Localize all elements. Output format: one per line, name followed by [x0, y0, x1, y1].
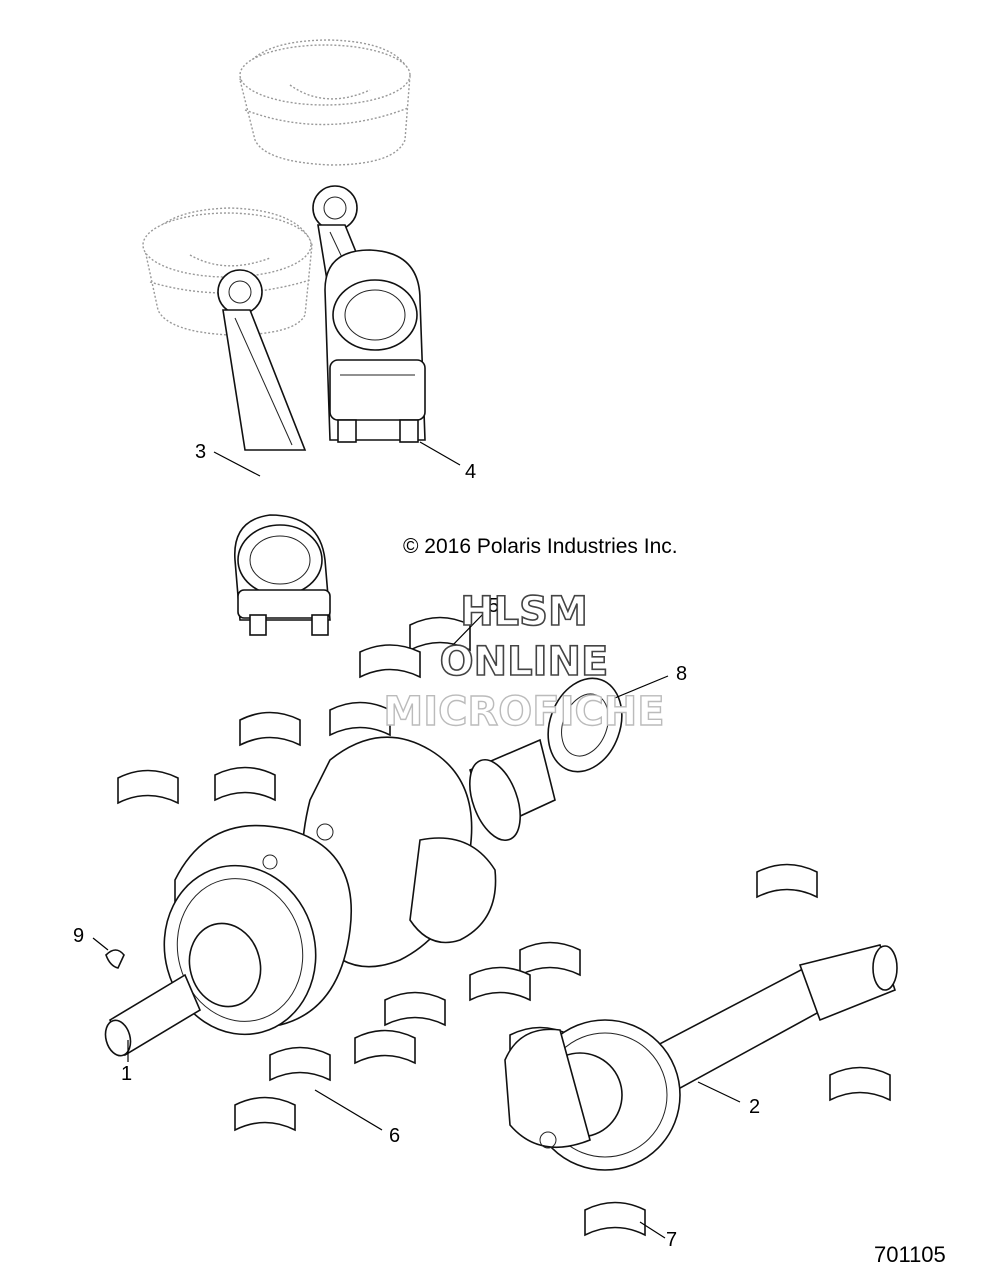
connecting-rod-3 — [217, 269, 331, 636]
bearing-halves — [117, 616, 891, 1237]
watermark-line-1: HLSM — [460, 589, 588, 635]
callout-9: 9 — [73, 925, 84, 947]
crankshaft-1 — [104, 736, 556, 1057]
callout-3: 3 — [195, 441, 206, 463]
callout-1: 1 — [121, 1063, 132, 1085]
balance-shaft-2 — [504, 944, 898, 1171]
connecting-rod-4 — [312, 185, 426, 443]
key-9 — [105, 949, 125, 969]
piston-lower — [142, 207, 313, 336]
callout-5: 5 — [488, 595, 499, 617]
copyright-text: © 2016 Polaris Industries Inc. — [403, 535, 678, 558]
watermark-line-3: MICROFICHE — [383, 689, 664, 735]
callout-7: 7 — [666, 1229, 677, 1251]
callout-2: 2 — [749, 1096, 760, 1118]
callout-4: 4 — [465, 461, 476, 483]
piston-upper — [239, 39, 411, 166]
oil-seal-8 — [547, 677, 623, 773]
watermark-line-2: ONLINE — [440, 639, 609, 685]
callout-6: 6 — [389, 1125, 400, 1147]
callout-8: 8 — [676, 663, 687, 685]
diagram-id: 701105 — [874, 1242, 946, 1267]
